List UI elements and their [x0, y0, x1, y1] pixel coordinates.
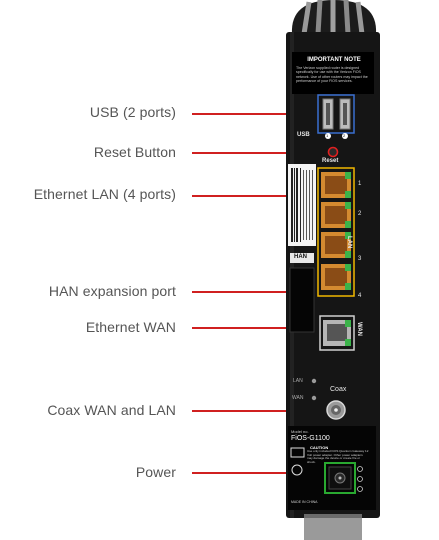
han-expansion-port	[289, 253, 315, 333]
wan-port	[319, 315, 355, 351]
wan-device-label: WAN	[356, 322, 362, 336]
model-no-value: FiOS-G1100	[291, 435, 330, 442]
usb-port-2-number: 2	[343, 133, 346, 138]
fcc-icon	[290, 447, 305, 458]
wan-led	[311, 395, 317, 401]
barcode-label	[288, 164, 316, 246]
lan-port-3	[321, 232, 351, 258]
lan-device-label: LAN	[346, 236, 352, 249]
lan-ports	[317, 167, 355, 297]
lan-port-2-number: 2	[358, 211, 362, 217]
lan-callout-label: Ethernet LAN (4 ports)	[33, 186, 176, 202]
lan-port-1-number: 1	[358, 181, 362, 187]
reset-button	[327, 146, 339, 158]
antenna-cap	[291, 0, 377, 35]
coax-device-label: Coax	[330, 386, 347, 393]
caution-text: Use only included FiOS Quantum Gateway 1…	[307, 449, 369, 464]
important-note-panel	[292, 52, 374, 94]
lan-port-4	[321, 264, 351, 290]
lan-led	[311, 378, 317, 384]
lan-port-1	[321, 172, 351, 198]
caution-title: CAUTION	[310, 445, 329, 450]
led-wan-label: WAN	[292, 395, 304, 401]
reset-device-label: Reset	[322, 158, 339, 164]
coax-connector	[326, 400, 346, 420]
han-callout-label: HAN expansion port	[48, 283, 176, 299]
polarity-icon	[357, 466, 363, 492]
model-no-label: Model no.	[291, 429, 309, 434]
usb-port-1-number: 1	[326, 133, 329, 138]
led-lan-label: LAN	[293, 378, 303, 384]
wan-callout-label: Ethernet WAN	[85, 319, 176, 335]
usb-device-label: USB	[297, 132, 310, 138]
ul-mark-icon	[291, 464, 303, 476]
lan-port-2	[321, 202, 351, 228]
usb-callout-label: USB (2 ports)	[89, 104, 176, 120]
lan-port-3-number: 3	[358, 256, 362, 262]
router-stand	[304, 514, 362, 540]
usb-ports	[317, 94, 355, 139]
han-device-label: HAN	[294, 254, 307, 260]
important-note-text: The Verizon supplied router is designed …	[296, 66, 368, 84]
made-in-label: MADE IN CHINA	[291, 500, 318, 504]
coax-callout-label: Coax WAN and LAN	[47, 402, 176, 418]
lan-port-4-number: 4	[358, 293, 362, 299]
power-callout-label: Power	[135, 464, 176, 480]
reset-callout-label: Reset Button	[93, 144, 176, 160]
power-jack	[324, 462, 356, 494]
important-note-title: IMPORTANT NOTE	[307, 57, 361, 63]
